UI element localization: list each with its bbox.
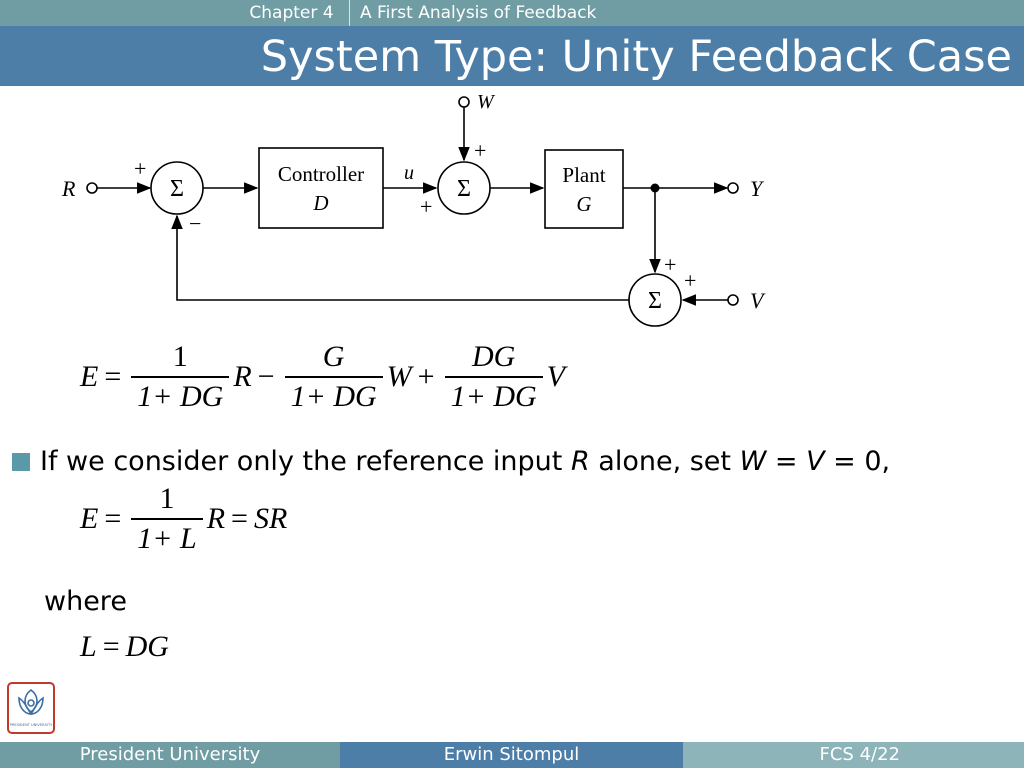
signal-w: W (477, 91, 496, 113)
bullet-var-v: V (806, 446, 825, 477)
sign-plus-sum3-right: + (684, 268, 696, 293)
eq1-lhs: E (80, 360, 99, 393)
input-terminal-r (86, 182, 98, 194)
sign-plus-sum3-top: + (664, 252, 676, 277)
eq3-lhs: L (80, 630, 97, 663)
section-label: A First Analysis of Feedback (360, 3, 597, 23)
eq3-rhs: DG (125, 630, 169, 663)
signal-r: R (61, 176, 76, 201)
sign-plus-sum2-left: + (420, 194, 432, 219)
equation-error: E = 1 1+ DG R − G 1+ DG W + DG 1+ DG V (80, 340, 565, 414)
eq3-equals: = (102, 630, 120, 663)
eq1-minus: − (257, 360, 275, 393)
eq2-frac-num: 1 (159, 482, 175, 515)
university-logo-icon: PRESIDENT UNIVERSITY (7, 682, 55, 734)
bullet-square-icon (12, 452, 30, 471)
bullet-text-b: alone, set (589, 446, 740, 477)
bullet-item: If we consider only the reference input … (12, 446, 890, 477)
controller-symbol: D (312, 191, 328, 215)
plant-label: Plant (562, 163, 605, 187)
eq1-frac1-num: 1 (172, 340, 188, 373)
eq1-frac3-num: DG (471, 340, 516, 373)
input-terminal-v (727, 294, 739, 306)
eq1-plus: + (417, 360, 435, 393)
eq1-frac1-den: 1+ DG (131, 376, 230, 414)
eq1-fraction-3: DG 1+ DG (444, 340, 543, 414)
sum-symbol-1: Σ (170, 176, 184, 202)
equation-sensitivity: E = 1 1+ L R = SR (80, 482, 287, 556)
block-diagram: Σ Σ Σ Controller D Plant G R u W Y V + −… (61, 91, 766, 327)
eq1-frac2-den: 1+ DG (284, 376, 383, 414)
slide-title: System Type: Unity Feedback Case (260, 32, 1012, 82)
eq1-frac2-num: G (322, 340, 345, 373)
chapter-bar: Chapter 4 A First Analysis of Feedback (0, 0, 1024, 26)
eq1-fraction-1: 1 1+ DG (131, 340, 230, 414)
sum-symbol-3: Σ (648, 288, 662, 314)
bullet-text-a: If we consider only the reference input (40, 446, 571, 477)
eq2-equals: = (104, 502, 122, 535)
sum-symbol-2: Σ (457, 176, 471, 202)
eq1-var-r: R (233, 360, 252, 393)
chapter-label: Chapter 4 (234, 0, 350, 26)
plant-block (544, 149, 624, 229)
eq1-var-w: W (386, 360, 412, 393)
sign-plus-sum2-top: + (474, 138, 486, 163)
logo-text: PRESIDENT UNIVERSITY (10, 723, 53, 727)
where-text: where (44, 586, 127, 617)
footer-institution: President University (0, 742, 340, 768)
input-terminal-w (458, 96, 470, 108)
equation-loop-gain: L = DG (80, 630, 169, 664)
eq1-fraction-2: G 1+ DG (284, 340, 383, 414)
plant-symbol: G (576, 192, 591, 216)
bullet-var-w: W (739, 446, 767, 477)
eq1-frac3-den: 1+ DG (444, 376, 543, 414)
bullet-text: If we consider only the reference input … (40, 446, 890, 477)
eq2-lhs: E (80, 502, 99, 535)
eq2-fraction: 1 1+ L (131, 482, 203, 556)
bullet-var-r: R (570, 446, 590, 477)
sign-plus-sum1: + (134, 156, 146, 181)
eq2-rhs: SR (253, 502, 288, 535)
controller-block (258, 147, 384, 229)
eq2-frac-den: 1+ L (131, 518, 203, 556)
footer-author: Erwin Sitompul (340, 742, 683, 768)
signal-v: V (750, 288, 766, 313)
eq1-equals: = (104, 360, 122, 393)
branch-point (650, 183, 660, 193)
sign-minus-sum1: − (189, 211, 201, 236)
signal-y: Y (750, 176, 765, 201)
bullet-eq1: = (766, 446, 807, 477)
footer-bar: President University Erwin Sitompul FCS … (0, 742, 1024, 768)
bullet-eq2: = 0, (824, 446, 891, 477)
controller-label: Controller (278, 162, 364, 186)
title-bar: System Type: Unity Feedback Case (0, 26, 1024, 86)
eq2-var-r: R (206, 502, 226, 535)
signal-u: u (404, 162, 414, 184)
eq1-var-v: V (546, 360, 565, 393)
eq2-equals-2: = (231, 502, 248, 535)
footer-slide-number: FCS 4/22 (683, 742, 1024, 768)
output-terminal-y (727, 182, 739, 194)
